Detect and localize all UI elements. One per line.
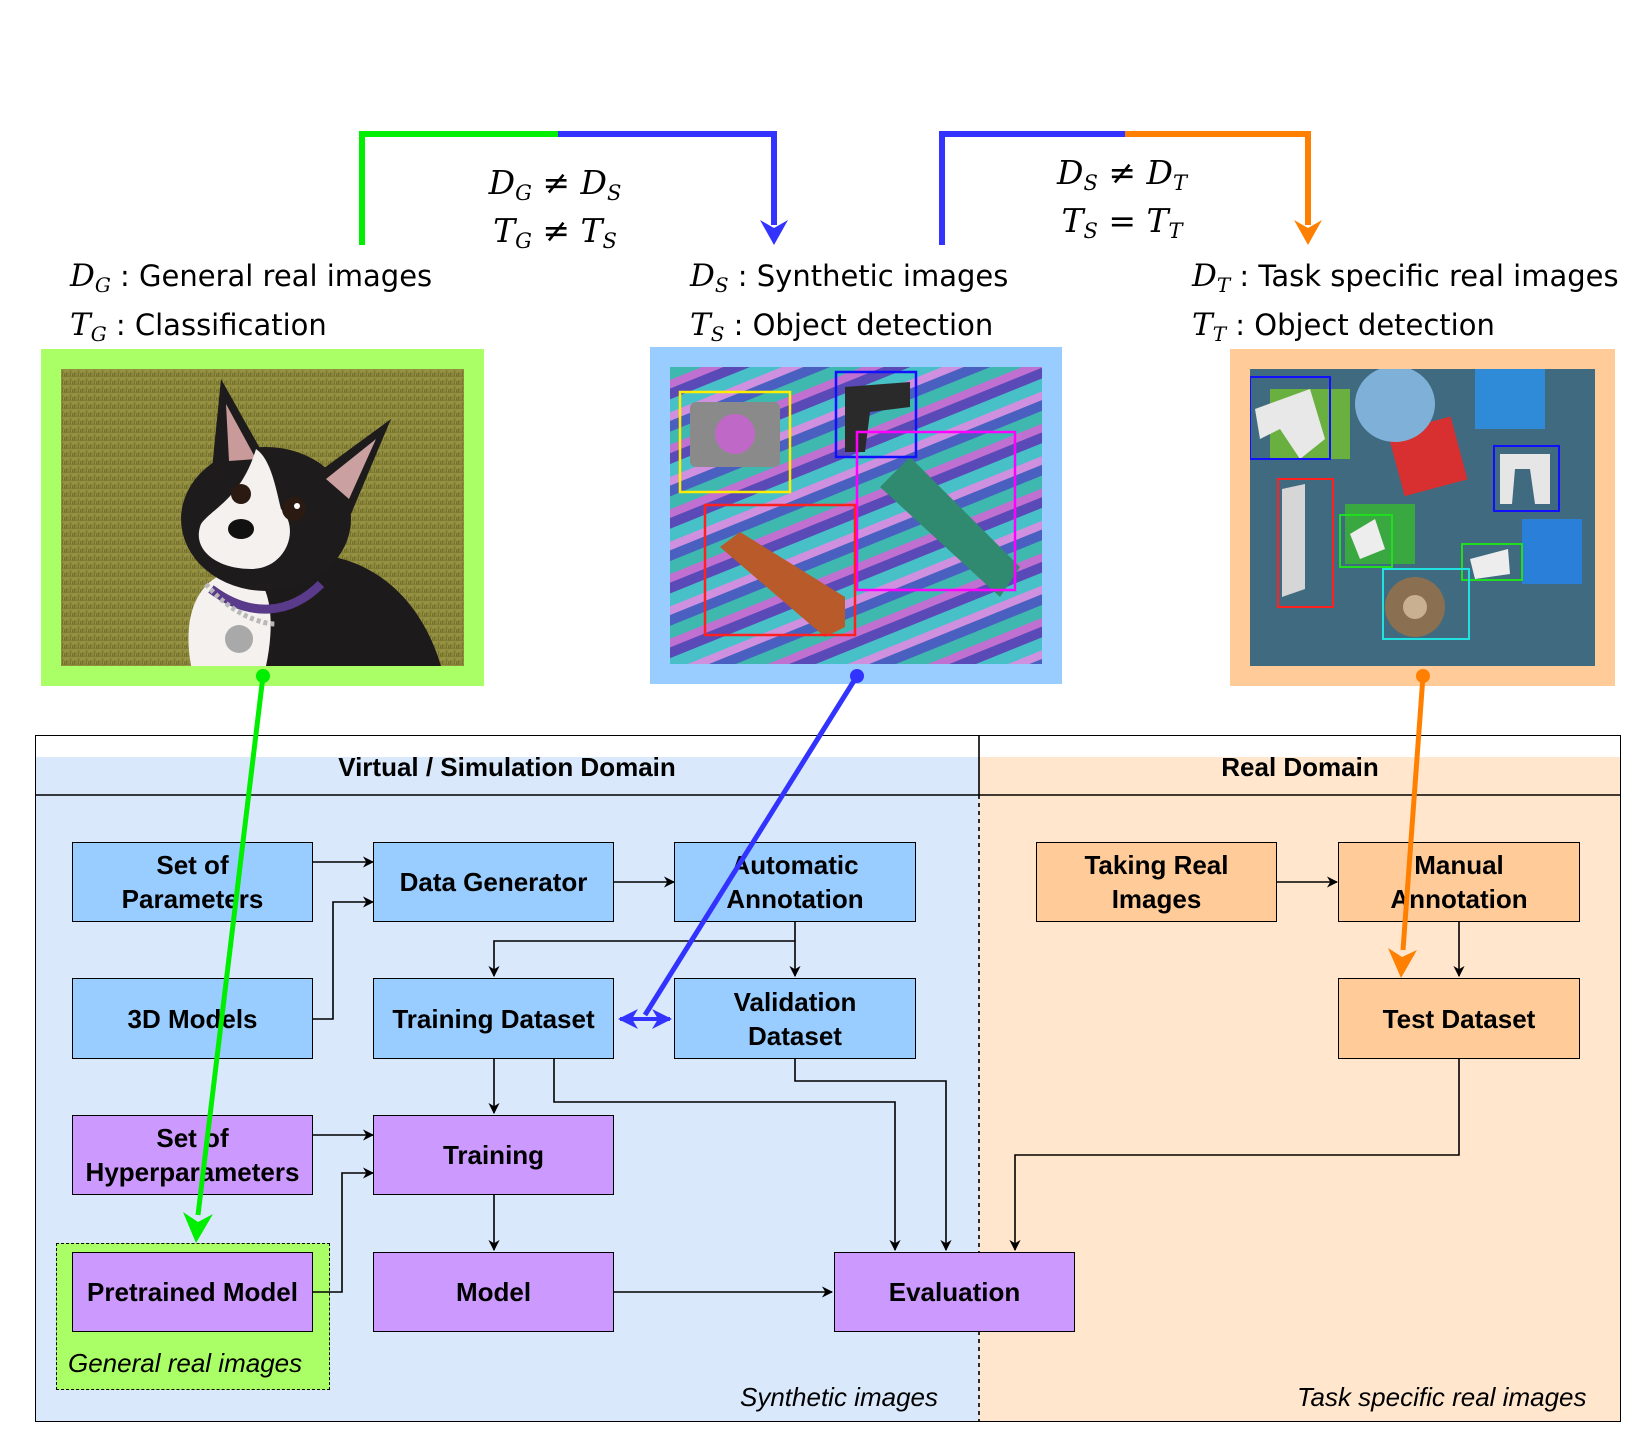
t-general-symbol: T [70,307,91,343]
real-objects-illustration [1250,369,1595,666]
wire-validation-to-evaluation [794,1059,952,1252]
manual-annotation-box[interactable]: Manual Annotation [1338,842,1580,922]
3d-models-box[interactable]: 3D Models [72,978,313,1059]
virtual-domain-header: Virtual / Simulation Domain [338,752,676,782]
wire-pretrained-to-training [313,1167,375,1293]
t-general-sub: G [90,322,107,346]
t-general-text: : Classification [106,308,327,342]
d-task-text: : Task specific real images [1230,259,1619,293]
model-box[interactable]: Model [373,1252,614,1332]
d-task-symbol: D [1192,258,1217,294]
d-synthetic-symbol: D [690,258,715,294]
general-image-frame [41,349,484,686]
real-domain-header: Real Domain [1221,752,1379,782]
synthetic-domain-label: DS : Synthetic images TS : Object detect… [690,256,1008,354]
general-domain-label: DG : General real images TG : Classifica… [70,256,432,354]
wire-test-to-evaluation [1009,1059,1460,1252]
evaluation-box[interactable]: Evaluation [834,1252,1075,1332]
wire-training-dataset-to-evaluation [553,1059,901,1252]
d-general-symbol: D [70,258,95,294]
validation-dataset-box[interactable]: Validation Dataset [674,978,916,1059]
t-task-sub: T [1212,322,1227,346]
t-synthetic-sub: S [710,322,725,346]
set-of-parameters-box[interactable]: Set of Parameters [72,842,313,922]
bracket-general-blue [558,131,777,225]
t-task-text: : Object detection [1226,308,1495,342]
d-synthetic-sub: S [714,273,729,297]
bracket-synthetic-arrowhead [1294,220,1322,245]
d-general-text: : General real images [110,259,433,293]
task-domain-label: DT : Task specific real images TT : Obje… [1192,256,1619,354]
t-synthetic-symbol: T [690,307,711,343]
taking-real-images-box[interactable]: Taking Real Images [1036,842,1277,922]
t-task-symbol: T [1192,307,1213,343]
bracket-synthetic-blue [939,131,1125,245]
relation-synthetic-task: DS ≠ DT TS = TT [1057,153,1187,244]
bracket-general-green [359,131,558,245]
d-synthetic-text: : Synthetic images [728,259,1009,293]
t-synthetic-text: : Object detection [724,308,994,342]
training-dataset-box[interactable]: Training Dataset [373,978,614,1059]
dog-illustration [61,369,464,666]
caption-task-specific-real-images: Task specific real images [1297,1382,1587,1412]
dog-photo [61,369,464,666]
relation-general-synthetic: DG ≠ DS TG ≠ TS [488,163,622,254]
d-general-sub: G [94,273,111,297]
caption-general-real-images: General real images [68,1348,303,1378]
bracket-general-arrowhead [760,220,788,245]
d-task-sub: T [1216,273,1231,297]
bracket-synthetic-orange [1125,131,1311,225]
set-of-hyperparameters-box[interactable]: Set of Hyperparameters [72,1115,313,1195]
test-dataset-box[interactable]: Test Dataset [1338,978,1580,1059]
pretrained-model-box[interactable]: Pretrained Model [72,1252,313,1332]
synthetic-illustration [670,367,1042,664]
wire-models-to-generator [313,896,375,1020]
data-generator-box[interactable]: Data Generator [373,842,614,922]
training-box[interactable]: Training [373,1115,614,1195]
synthetic-render [670,367,1042,664]
automatic-annotation-box[interactable]: Automatic Annotation [674,842,916,922]
real-objects-photo [1250,369,1595,666]
caption-synthetic-images: Synthetic images [740,1382,938,1412]
wire-annotation-to-training-dataset [488,922,796,978]
task-image-frame [1230,349,1615,686]
synthetic-image-frame [650,347,1062,684]
